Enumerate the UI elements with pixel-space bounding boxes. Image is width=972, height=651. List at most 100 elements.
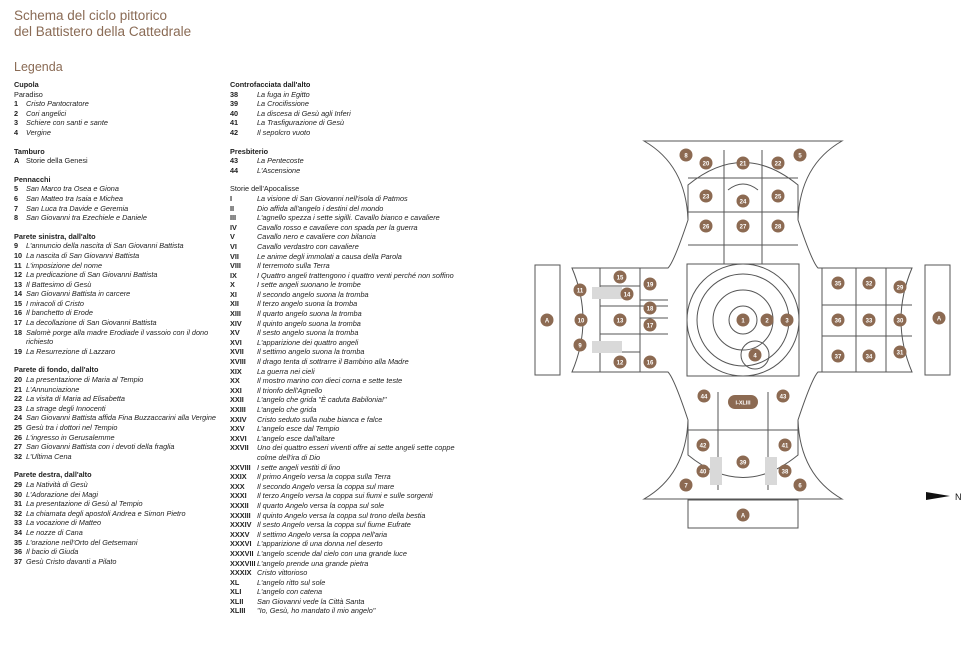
item-number: 4 [14, 127, 19, 137]
left-tamburo-panel [534, 264, 561, 376]
marker-33 [862, 313, 876, 327]
marker-39 [736, 455, 750, 469]
bottom-apse [687, 420, 799, 478]
item-number: 37 [14, 556, 23, 566]
item-number: XIV [230, 318, 242, 328]
item-text: La vocazione di Matteo [26, 518, 102, 528]
legend-item: XXI Il trionfo dell'Agnello [230, 386, 458, 396]
marker-26 [699, 219, 713, 233]
item-number: 35 [14, 537, 23, 547]
item-text: L'angelo prende una grande pietra [257, 558, 369, 568]
marker-label-36: 36 [835, 318, 842, 324]
marker-label-18: 18 [647, 306, 654, 312]
item-text: San Giovanni tra Ezechiele e Daniele [26, 213, 147, 223]
item-text: Vergine [26, 127, 51, 137]
item-text: La visione di San Giovanni nell'isola di… [257, 193, 408, 203]
item-number: 27 [14, 442, 23, 452]
marker-label-30: 30 [897, 318, 904, 324]
item-text: Il sesto angelo suona la tromba [257, 328, 359, 338]
marker-32 [862, 276, 876, 290]
item-number: XXI [230, 385, 242, 395]
item-text: San Matteo tra Isaia e Michea [26, 193, 123, 203]
item-text: Cori angelici [26, 108, 67, 118]
marker-label-19: 19 [647, 282, 654, 288]
item-text: Il trionfo dell'Agnello [257, 385, 323, 395]
item-text: Il sesto Angelo versa la coppa sul fiume… [257, 520, 411, 530]
item-text: Cristo vittorioso [257, 568, 308, 578]
item-number: VI [230, 241, 237, 251]
item-text: La Pentecoste [257, 156, 304, 166]
item-text: L'angelo esce dal Tempio [257, 424, 340, 434]
item-text: La Crocifissione [257, 99, 309, 109]
item-text: La predicazione di San Giovanni Battista [26, 270, 158, 280]
item-text: La discesa di Gesù agli Inferi [257, 108, 351, 118]
item-text: L'Ascensione [257, 165, 301, 175]
section-title: Parete sinistra, dall'alto [14, 231, 96, 241]
title-line-1: Schema del ciclo pittorico [14, 8, 168, 23]
item-number: XXXVI [230, 539, 252, 549]
item-number: 6 [14, 193, 19, 203]
marker-label-40: 40 [700, 469, 707, 475]
item-number: 17 [14, 318, 23, 328]
marker-label-33: 33 [866, 318, 873, 324]
item-text: Salomè porge alla madre Erodiade il vass… [26, 327, 209, 347]
item-text: La Natività di Gesù [26, 479, 88, 489]
item-number: XXXI [230, 491, 247, 501]
item-text: L'imposizione del nome [26, 260, 103, 270]
marker-3 [780, 313, 794, 327]
marker-apocalisse [728, 395, 758, 409]
item-text: Uno dei quattro esseri viventi offre ai … [257, 443, 455, 462]
title-line-2: del Battistero della Cattedrale [14, 24, 192, 39]
item-text: Schiere con santi e sante [26, 118, 108, 128]
marker-12 [613, 355, 627, 369]
item-number: XXIII [230, 405, 246, 414]
marker-1 [736, 313, 750, 327]
item-number: XI [230, 289, 237, 299]
item-number: XIX [230, 366, 242, 376]
marker-label-2: 2 [765, 318, 769, 324]
marker-A-bottom [736, 508, 750, 522]
item-number: XII [230, 299, 239, 309]
section-title: Cupola [14, 80, 39, 89]
item-number: XXVII [230, 443, 249, 453]
marker-label-3: 3 [785, 318, 789, 324]
item-number: 39 [230, 99, 239, 109]
item-number: XXII [230, 395, 244, 405]
item-number: 15 [14, 298, 23, 308]
item-number: 40 [230, 108, 239, 118]
item-number: 5 [14, 184, 19, 194]
item-text: L'Annunciazione [26, 384, 80, 394]
item-number: 29 [14, 479, 23, 489]
marker-4 [748, 348, 762, 362]
marker-label-20: 20 [703, 161, 710, 167]
item-text: Le nozze di Cana [26, 527, 83, 537]
